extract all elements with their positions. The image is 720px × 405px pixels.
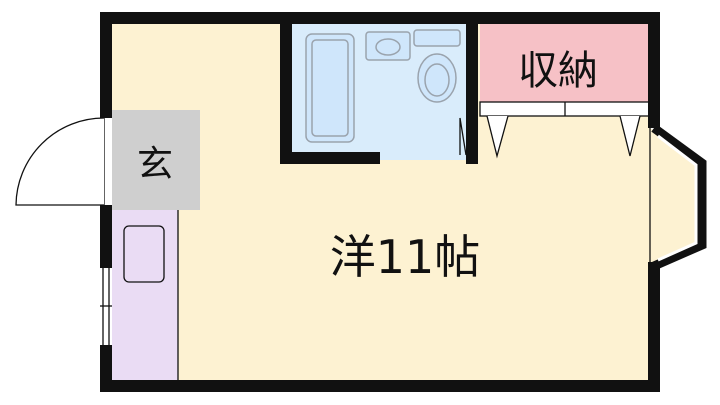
entry-door — [15, 117, 112, 206]
bath-door-swing — [459, 117, 467, 156]
entrance-area — [110, 110, 200, 210]
entrance-label: 玄 — [137, 144, 173, 185]
side-window — [100, 268, 112, 345]
bathtub-icon — [305, 33, 355, 143]
kitchen-sink-icon — [123, 225, 165, 283]
storage-door-right — [619, 115, 641, 157]
walls — [100, 12, 660, 392]
storage-door-left — [486, 115, 509, 159]
sink-icon — [365, 31, 411, 61]
storage-area — [480, 22, 650, 102]
storage-label: 収納 — [518, 48, 598, 94]
western-room-label: 洋11帖 — [330, 230, 481, 284]
toilet-icon — [413, 29, 461, 103]
bay-window — [651, 124, 707, 271]
